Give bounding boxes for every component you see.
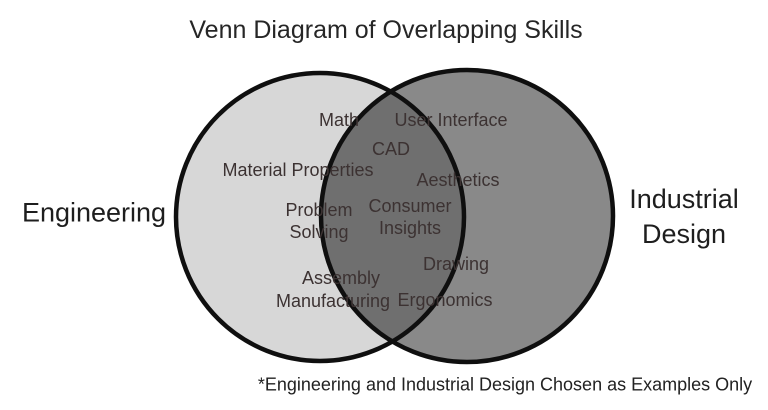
right-set-label: Industrial Design [629,183,739,249]
skill-label-consumer-insights: Consumer Insights [368,196,452,238]
footnote: *Engineering and Industrial Design Chose… [257,374,753,395]
skill-label-problem-solving: Problem Solving [285,200,353,242]
skill-label-manufacturing: Manufacturing [275,291,391,312]
skill-label-material-properties: Material Properties [222,160,374,181]
skill-label-drawing: Drawing [422,254,490,275]
left-set-label: Engineering [21,197,167,228]
page-title: Venn Diagram of Overlapping Skills [189,16,583,44]
skill-label-user-interface: User Interface [394,110,508,131]
skill-label-math: Math [318,110,360,131]
overlap-region [321,73,464,361]
skill-label-assembly: Assembly [301,268,381,289]
engineering-circle-outline [173,70,467,364]
industrial-design-circle-outline [318,67,616,365]
skill-label-ergonomics: Ergonomics [397,290,493,311]
skill-label-cad: CAD [371,139,411,160]
skill-label-aesthetics: Aesthetics [416,170,500,191]
